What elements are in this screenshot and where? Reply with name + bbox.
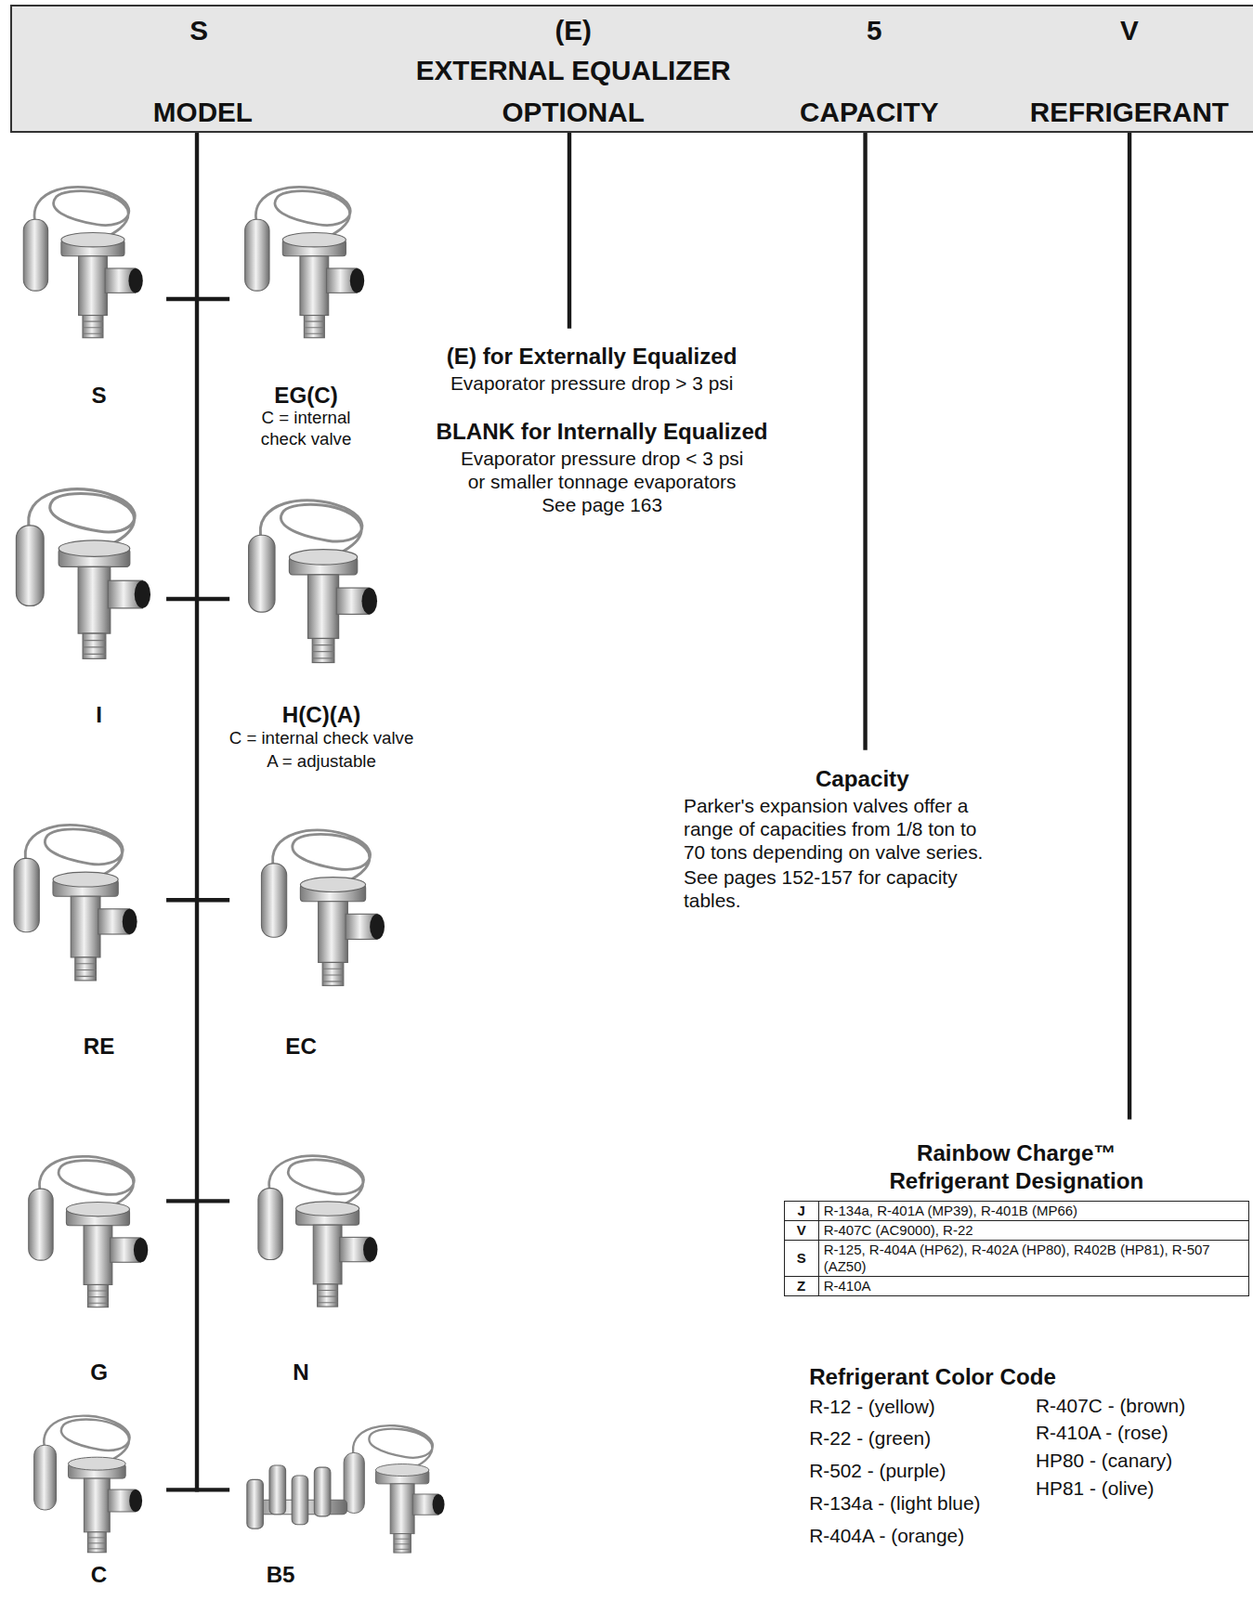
- designation-letter: Z: [796, 1278, 806, 1294]
- option-note: Evaporator pressure drop < 3 psi or smal…: [452, 446, 752, 517]
- model-note: C = internal check valve: [247, 407, 365, 450]
- designation-letter: J: [797, 1202, 806, 1219]
- code-digit: 5: [866, 13, 883, 48]
- capacity-note: Parker's expansion valves offer a range …: [683, 794, 995, 864]
- valve-photos: [13, 186, 444, 1554]
- column-heading: REFRIGERANT: [1030, 95, 1229, 130]
- refrigerant-line: [1127, 132, 1132, 1121]
- model-tick: [166, 597, 230, 601]
- table-row: S R-125, R-404A (HP62), R-402A (HP80), R4…: [783, 1240, 1249, 1278]
- column-heading: CAPACITY: [799, 95, 939, 130]
- table-cell: J: [783, 1201, 819, 1222]
- model-code: N: [292, 1358, 309, 1386]
- model-code: H(C)(A): [282, 701, 362, 729]
- code-letter: (E): [554, 13, 592, 48]
- capacity-note: See pages 152-157 for capacity tables.: [683, 865, 995, 913]
- table-heading: Rainbow Charge™ Refrigerant Designation: [878, 1139, 1155, 1196]
- table-row: J R-134a, R-401A (MP39), R-401B (MP66): [783, 1201, 1249, 1222]
- table-cell: S: [783, 1240, 819, 1278]
- color-code-entry: R-404A - (orange): [809, 1524, 965, 1548]
- column-heading: OPTIONAL: [502, 95, 645, 130]
- option-note: Evaporator pressure drop > 3 psi: [450, 371, 733, 395]
- color-code-entry: R-407C - (brown): [1035, 1394, 1186, 1418]
- nozzle: [291, 1475, 309, 1526]
- refrigerant-list: R-407C (AC9000), R-22: [823, 1222, 974, 1239]
- valve-picture: [248, 500, 378, 664]
- refrigerant-list: R-125, R-404A (HP62), R-402A (HP80), R40…: [823, 1241, 1211, 1275]
- nozzle: [269, 1465, 287, 1515]
- table-row: Z R-410A: [783, 1277, 1249, 1297]
- table-row: V R-407C (AC9000), R-22: [783, 1221, 1249, 1241]
- table-cell: R-125, R-404A (HP62), R-402A (HP80), R40…: [818, 1240, 1249, 1278]
- valve-picture: [13, 824, 138, 980]
- model-code: C: [91, 1561, 107, 1589]
- table-cell: Z: [783, 1277, 819, 1297]
- color-code-entry: R-12 - (yellow): [809, 1395, 936, 1419]
- valve-picture: [15, 489, 151, 660]
- model-note: C = internal check valve: [229, 728, 415, 749]
- refrigerant-list: R-410A: [823, 1278, 872, 1294]
- model-note: A = adjustable: [266, 751, 377, 772]
- capacity-heading: Capacity: [815, 765, 910, 793]
- nozzle: [247, 1479, 264, 1529]
- valve-picture: [261, 830, 385, 986]
- model-code: B5: [266, 1561, 296, 1589]
- code-letter: S: [189, 13, 209, 48]
- code-letter: V: [1120, 13, 1139, 48]
- option-heading: BLANK for Internally Equalized: [436, 417, 769, 445]
- option-line: [567, 132, 572, 329]
- valve-picture: [28, 1156, 149, 1307]
- model-tick: [166, 898, 230, 902]
- color-code-entry: R-502 - (purple): [809, 1459, 946, 1483]
- model-tick: [166, 1487, 230, 1492]
- model-line: [195, 132, 199, 1493]
- column-heading: MODEL: [153, 95, 253, 130]
- model-tick: [166, 1199, 230, 1203]
- color-code-heading: Refrigerant Color Code: [809, 1363, 1057, 1391]
- option-heading: (E) for Externally Equalized: [446, 342, 738, 370]
- color-code-entry: HP81 - (olive): [1035, 1476, 1155, 1501]
- designation-grid: J R-134a, R-401A (MP39), R-401B (MP66) V R-…: [783, 1200, 1250, 1297]
- distributor-nozzles: [247, 1465, 348, 1529]
- capacity-line: [862, 132, 867, 751]
- valve-picture: [258, 1156, 379, 1307]
- valve-picture: [343, 1425, 444, 1554]
- model-code: EG(C): [274, 381, 338, 409]
- table-cell: R-134a, R-401A (MP39), R-401B (MP66): [818, 1201, 1249, 1222]
- header-band: S (E) 5 V EXTERNAL EQUALIZER MODEL OPTIONAL CAP…: [10, 4, 1253, 132]
- model-code: RE: [83, 1032, 116, 1060]
- model-code: EC: [285, 1032, 317, 1060]
- refrigerant-list: R-134a, R-401A (MP39), R-401B (MP66): [823, 1202, 1078, 1219]
- model-code: I: [95, 701, 103, 729]
- model-tick: [166, 297, 230, 301]
- color-code-entry: R-22 - (green): [809, 1426, 931, 1450]
- valve-picture: [245, 186, 366, 338]
- color-code-entry: HP80 - (canary): [1035, 1448, 1173, 1473]
- designation-letter: S: [796, 1250, 807, 1267]
- color-code-entry: R-410A - (rose): [1035, 1421, 1169, 1445]
- color-code-entry: R-134a - (light blue): [809, 1491, 980, 1515]
- table-cell: R-410A: [818, 1277, 1249, 1297]
- leader-lines: [166, 132, 1130, 1493]
- valve-picture: [34, 1416, 143, 1554]
- model-code: S: [91, 381, 106, 409]
- model-code: G: [90, 1358, 108, 1386]
- valve-picture: [23, 186, 144, 338]
- designation-table: Rainbow Charge™ Refrigerant DesignationJ…: [783, 1139, 1250, 1297]
- table-cell: R-407C (AC9000), R-22: [818, 1221, 1249, 1241]
- nozzle: [313, 1467, 331, 1517]
- table-cell: V: [783, 1221, 819, 1241]
- column-heading: EXTERNAL EQUALIZER: [416, 53, 731, 88]
- designation-letter: V: [796, 1222, 807, 1239]
